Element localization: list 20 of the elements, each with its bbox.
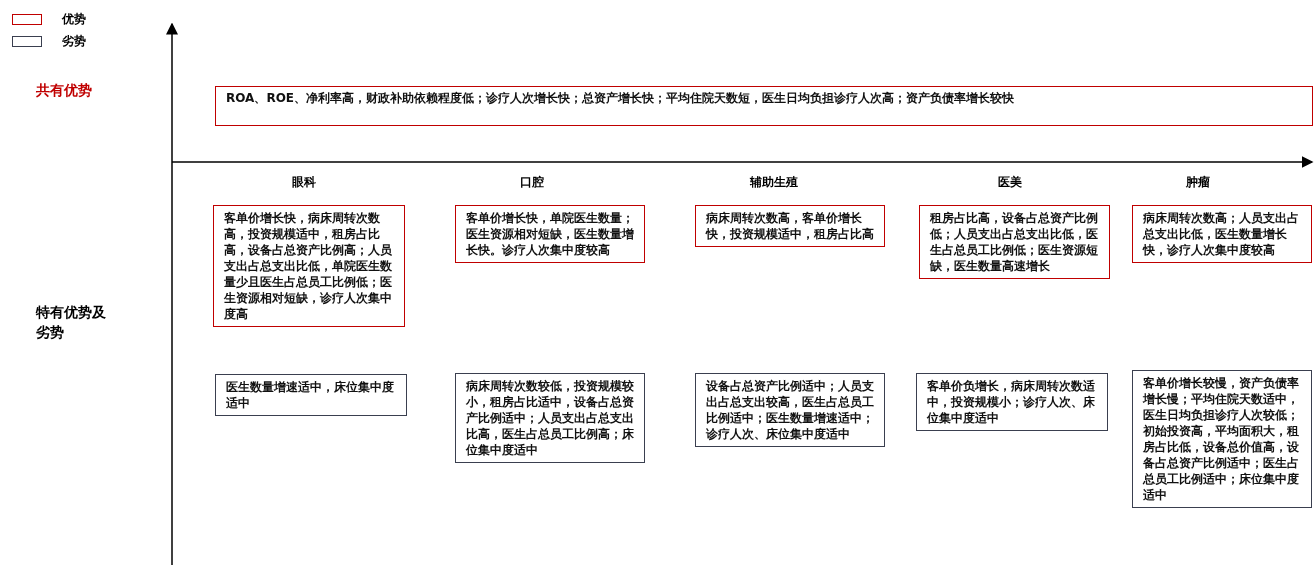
advantage-box: 客单价增长快，单院医生数量；医生资源相对短缺，医生数量增长快。诊疗人次集中度较高 <box>455 205 645 263</box>
legend-label: 优势 <box>62 11 86 28</box>
advantage-box: 租房占比高，设备占总资产比例低；人员支出占总支出比低，医生占总员工比例低；医生资源短缺，医生数量高速增长 <box>919 205 1110 279</box>
disadvantage-box: 医生数量增速适中，床位集中度适中 <box>215 374 407 416</box>
row-heading: 特有优势及劣势 <box>36 303 107 342</box>
column-heading: 眼科 <box>292 174 316 191</box>
disadvantage-box: 客单价增长较慢，资产负债率增长慢；平均住院天数适中，医生日均负担诊疗人次较低；初始投资高，平均面积大，租房占比低，设备总价值高，设备占总资产比例适中；医生占总员工比例适中；床位集中度适中 <box>1132 370 1312 508</box>
disadvantage-box: 病床周转次数较低，投资规模较小，租房占比适中，设备占总资产比例适中；人员支出占总支出比高，医生占总员工比例高；床位集中度适中 <box>455 373 645 463</box>
advantage-box: 病床周转次数高；人员支出占总支出比低，医生数量增长快，诊疗人次集中度较高 <box>1132 205 1312 263</box>
row-heading: 共有优势 <box>36 82 92 100</box>
disadvantage-box: 设备占总资产比例适中；人员支出占总支出较高，医生占总员工比例适中；医生数量增速适中；诊疗人次、床位集中度适中 <box>695 373 885 447</box>
column-heading: 口腔 <box>520 174 544 191</box>
advantage-box: 客单价增长快，病床周转次数高，投资规模适中，租房占比高，设备占总资产比例高；人员支出占总支出比低，单院医生数量少且医生占总员工比例低；医生资源相对短缺，诊疗人次集中度高 <box>213 205 405 327</box>
column-heading: 辅助生殖 <box>750 174 798 191</box>
column-heading: 医美 <box>998 174 1022 191</box>
disadvantage-box: 客单价负增长，病床周转次数适中，投资规模小；诊疗人次、床位集中度适中 <box>916 373 1108 431</box>
shared-advantage-box: ROA、ROE、净利率高，财政补助依赖程度低；诊疗人次增长快；总资产增长快；平均住院天数短，医生日均负担诊疗人次高；资产负债率增长较快 <box>215 86 1313 126</box>
advantage-box: 病床周转次数高，客单价增长快，投资规模适中，租房占比高 <box>695 205 885 247</box>
legend-label: 劣势 <box>62 33 86 50</box>
column-heading: 肿瘤 <box>1186 174 1210 191</box>
